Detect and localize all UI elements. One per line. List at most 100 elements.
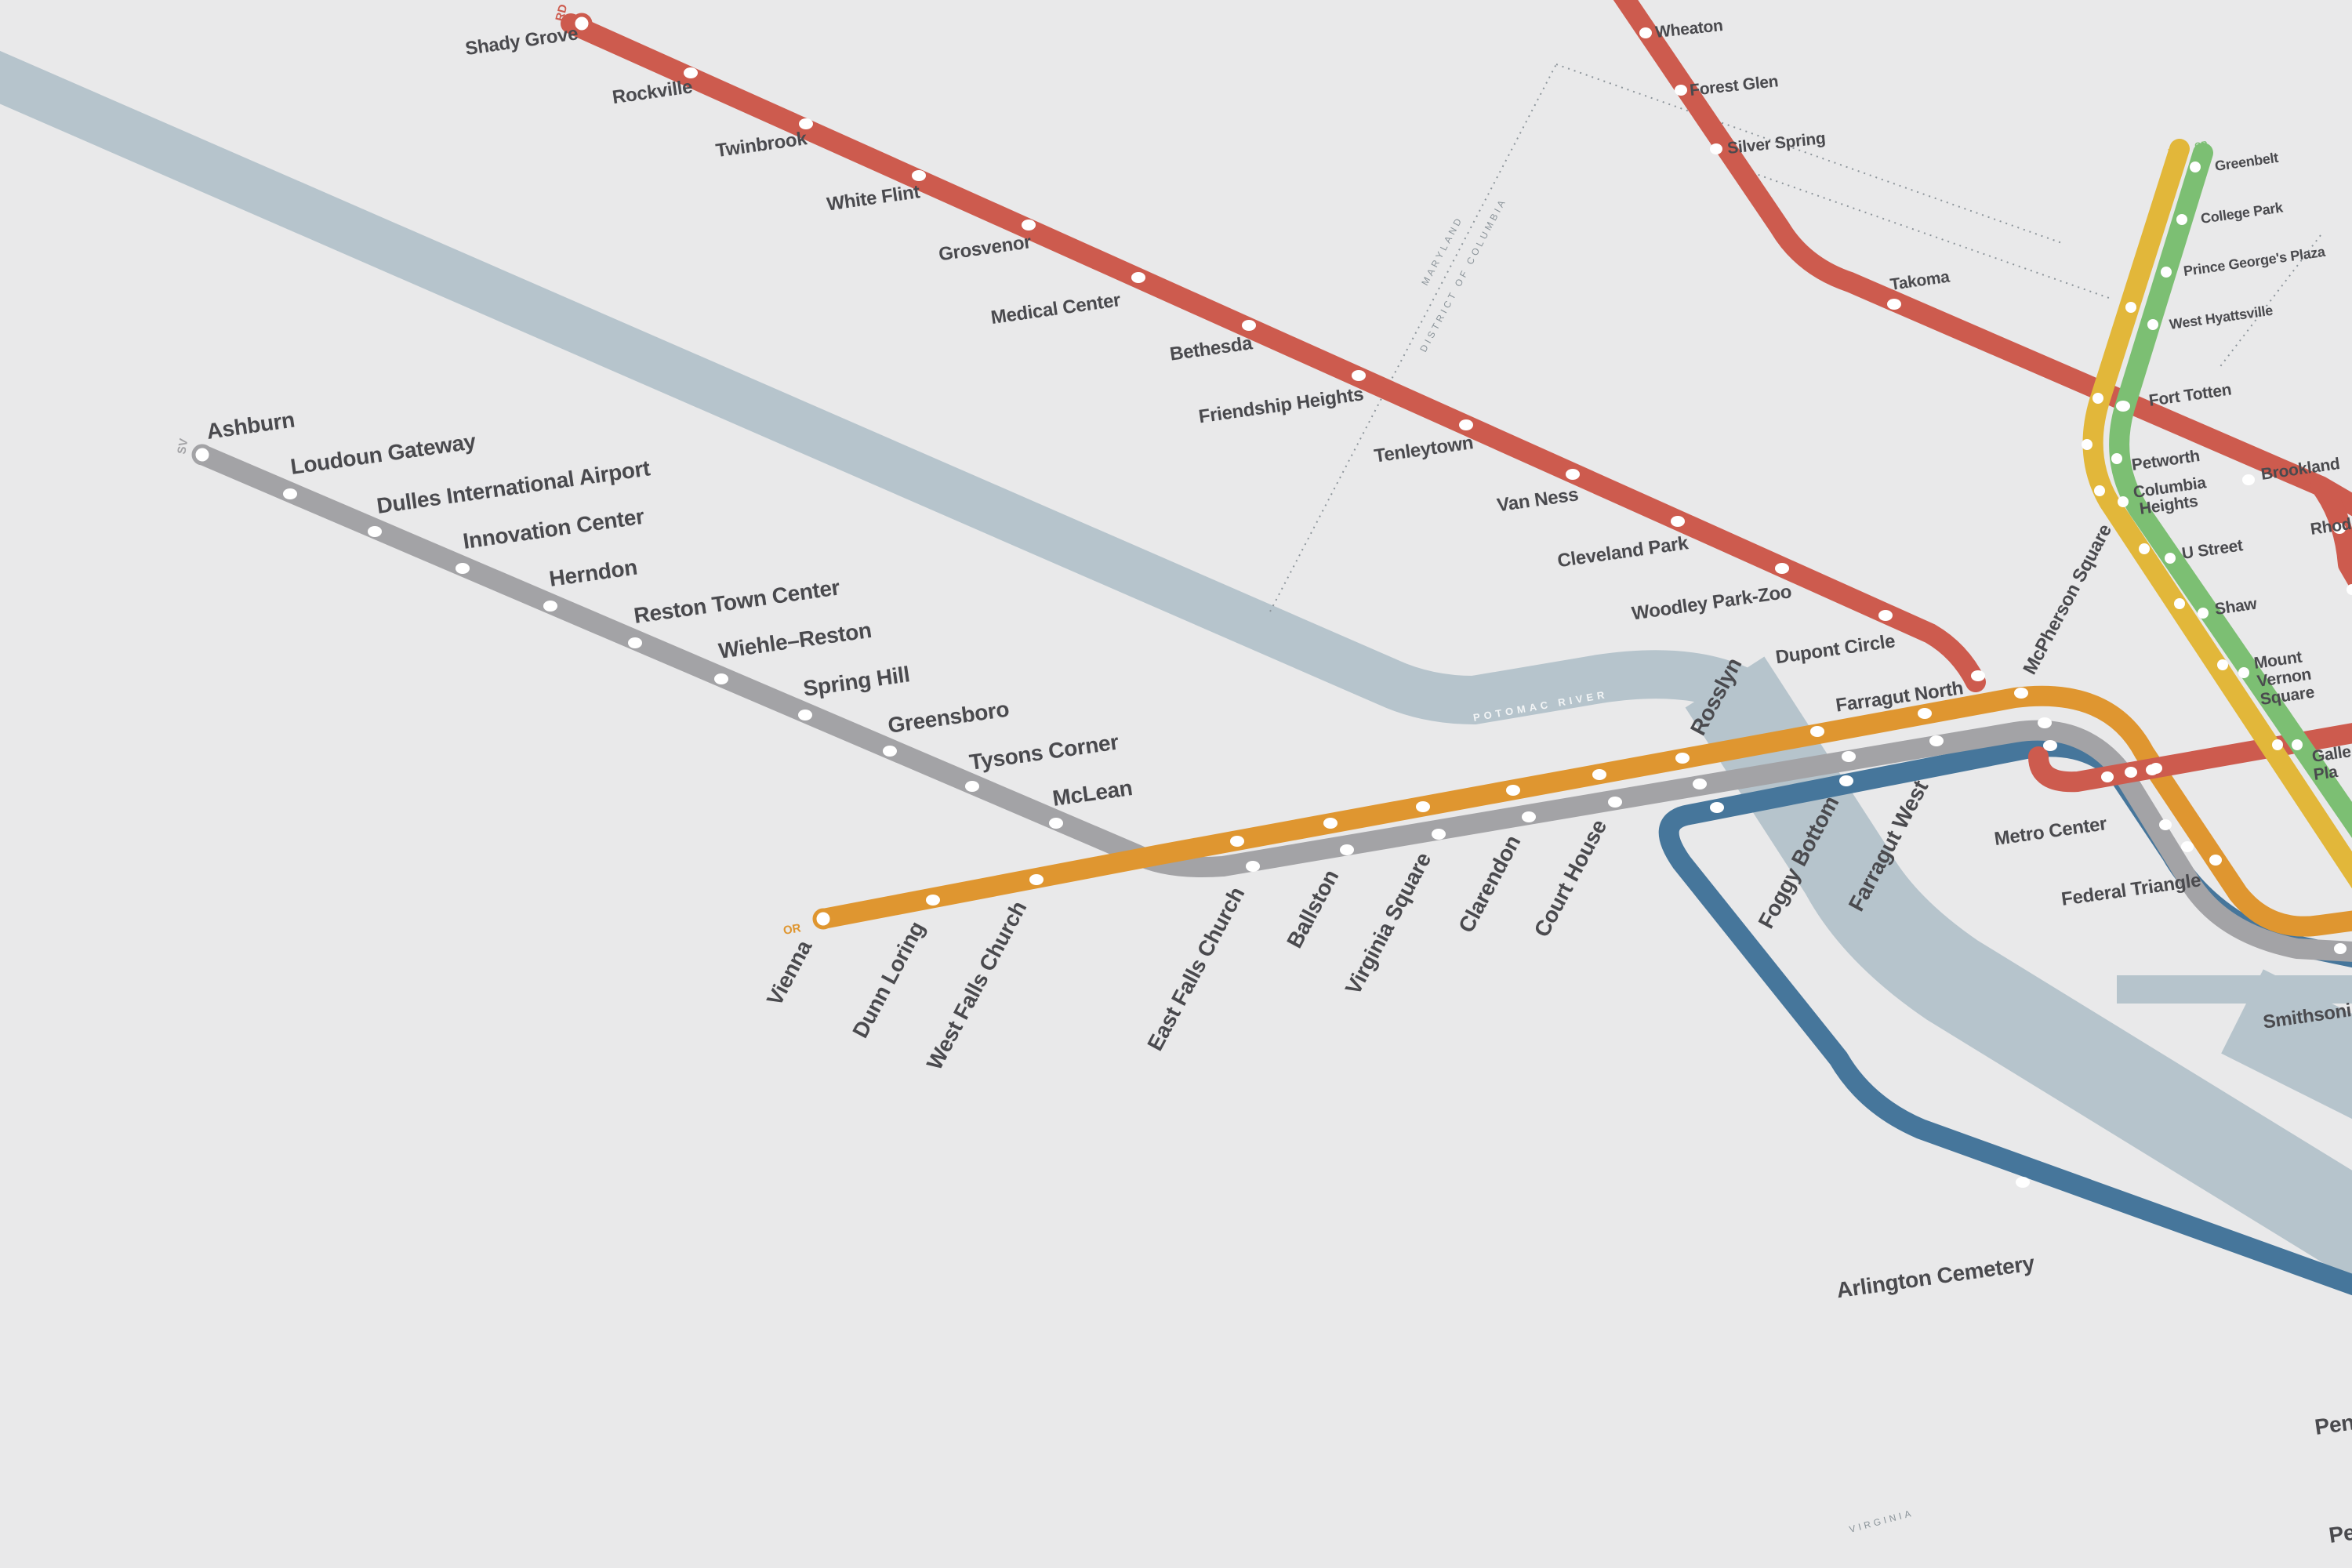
stop-greensboro[interactable] (883, 746, 897, 757)
stop-rhode-island[interactable] (2333, 523, 2346, 534)
stop-federal-triangle-orange[interactable] (2181, 841, 2194, 852)
stop-reston[interactable] (628, 637, 642, 648)
stop-prince-georges-plaza[interactable] (2161, 267, 2172, 278)
stop-vienna[interactable] (812, 908, 834, 930)
stop-college-park[interactable] (2176, 214, 2187, 225)
stop-west-falls-church[interactable] (1029, 874, 1044, 885)
stop-woodley-park[interactable] (1775, 563, 1789, 574)
stop-van-ness[interactable] (1566, 469, 1580, 480)
stop-tysons[interactable] (965, 781, 979, 792)
stop-ballston-silver[interactable] (1340, 844, 1354, 855)
stop-rosslyn-silver[interactable] (1693, 779, 1707, 789)
river-east-arm-taper (2221, 969, 2352, 1120)
stop-farragut-west-silver[interactable] (1929, 735, 1944, 746)
stop-petworth-green[interactable] (2111, 453, 2122, 464)
line-code-yellow: YL (2167, 147, 2180, 158)
line-code-green: GR (2194, 140, 2208, 151)
stop-bethesda[interactable] (1242, 320, 1256, 331)
stop-shaw-yellow[interactable] (2174, 598, 2185, 609)
stop-u-street-green[interactable] (2165, 553, 2176, 564)
stop-metro-center-red-1[interactable] (2101, 771, 2114, 782)
stop-mclean[interactable] (1049, 818, 1063, 829)
stop-dulles[interactable] (368, 526, 382, 537)
stop-gallery-place-green[interactable] (2292, 739, 2303, 750)
stop-federal-triangle-silver[interactable] (2209, 855, 2222, 866)
stop-ballston-orange[interactable] (1323, 818, 1338, 829)
stop-dupont-circle[interactable] (1878, 610, 1893, 621)
stop-foggy-bottom-blue[interactable] (1839, 775, 1853, 786)
stop-medical-center[interactable] (1131, 272, 1145, 283)
stop-mount-vernon-yellow[interactable] (2217, 659, 2228, 670)
stop-fort-totten-red[interactable] (2116, 401, 2130, 412)
stop-noma[interactable] (2347, 584, 2352, 595)
stop-rockville[interactable] (684, 67, 698, 78)
boundary-east (1740, 168, 2110, 299)
stop-loudoun-gateway[interactable] (283, 488, 297, 499)
stop-herndon[interactable] (543, 601, 557, 612)
stop-metro-center-red-2[interactable] (2125, 767, 2137, 778)
stop-court-house-silver[interactable] (1608, 797, 1622, 808)
stop-rosslyn-blue[interactable] (1710, 802, 1724, 813)
line-code-silver: SV (175, 437, 191, 456)
stop-silver-spring[interactable] (1710, 143, 1722, 154)
stop-columbia-heights-yellow[interactable] (2094, 485, 2105, 496)
stop-shady-grove[interactable] (571, 13, 593, 34)
stop-court-house-orange[interactable] (1592, 769, 1606, 780)
stop-friendship-heights[interactable] (1352, 370, 1366, 381)
stop-gallery-place-yellow[interactable] (2272, 739, 2283, 750)
silver-line (192, 445, 2352, 962)
stop-metro-center-silver[interactable] (2159, 819, 2172, 830)
stop-mcpherson-orange[interactable] (2014, 688, 2028, 699)
station-stops (191, 13, 2352, 1188)
stop-west-hyattsville[interactable] (2147, 319, 2158, 330)
stop-yellow-north[interactable] (2125, 302, 2136, 313)
stop-metro-center-orange[interactable] (2146, 764, 2158, 775)
stop-arlington-cemetery[interactable] (2016, 1177, 2030, 1188)
stop-twinbrook[interactable] (799, 118, 813, 129)
stop-foggy-bottom-orange[interactable] (1810, 726, 1824, 737)
stop-brookland[interactable] (2242, 474, 2255, 485)
md-dc-boundary (1269, 64, 2321, 612)
label-pentagon-city: Pe (2328, 1520, 2352, 1548)
stop-columbia-heights-green[interactable] (2118, 496, 2129, 507)
stop-wheaton[interactable] (1639, 27, 1652, 38)
river-lower (1685, 656, 2352, 1281)
stop-u-street-yellow[interactable] (2139, 543, 2150, 554)
stop-mcpherson-blue[interactable] (2043, 740, 2057, 751)
stop-forest-glen[interactable] (1675, 85, 1687, 96)
stop-takoma[interactable] (1887, 299, 1901, 310)
stop-rosslyn-orange[interactable] (1675, 753, 1690, 764)
potomac-river (0, 50, 2352, 1281)
stop-wiehle[interactable] (714, 673, 728, 684)
stop-mount-vernon-green[interactable] (2238, 667, 2249, 678)
line-code-red: RD (553, 3, 570, 23)
stop-foggy-bottom-silver[interactable] (1842, 751, 1856, 762)
stop-ashburn[interactable] (191, 444, 213, 466)
stop-fort-totten-yellow[interactable] (2092, 393, 2103, 404)
stop-shaw-green[interactable] (2198, 608, 2209, 619)
stop-farragut-north[interactable] (1971, 670, 1985, 681)
label-pentagon: Pen (2314, 1410, 2352, 1439)
stop-virginia-square-orange[interactable] (1416, 801, 1430, 812)
stop-petworth-yellow[interactable] (2082, 439, 2092, 450)
stop-cleveland-park[interactable] (1671, 516, 1685, 527)
stop-east-falls-church-silver[interactable] (1246, 861, 1260, 872)
stop-dunn-loring[interactable] (926, 895, 940, 906)
stop-greenbelt[interactable] (2190, 162, 2201, 172)
stop-virginia-square-silver[interactable] (1432, 829, 1446, 840)
orange-line (813, 685, 2352, 937)
stop-farragut-west-orange[interactable] (1918, 708, 1932, 719)
stop-mcpherson-silver[interactable] (2038, 717, 2052, 728)
stop-smithsonian-silver[interactable] (2334, 943, 2347, 954)
label-gallery-place-2: Pla (2312, 763, 2339, 784)
stop-grosvenor[interactable] (1022, 220, 1036, 230)
stop-innovation-center[interactable] (456, 563, 470, 574)
stop-tenleytown[interactable] (1459, 419, 1473, 430)
stop-clarendon-silver[interactable] (1522, 811, 1536, 822)
stop-clarendon-orange[interactable] (1506, 785, 1520, 796)
stop-white-flint[interactable] (912, 170, 926, 181)
stop-east-falls-church-orange[interactable] (1230, 836, 1244, 847)
stop-spring-hill[interactable] (798, 710, 812, 720)
line-code-orange: OR (782, 921, 802, 938)
